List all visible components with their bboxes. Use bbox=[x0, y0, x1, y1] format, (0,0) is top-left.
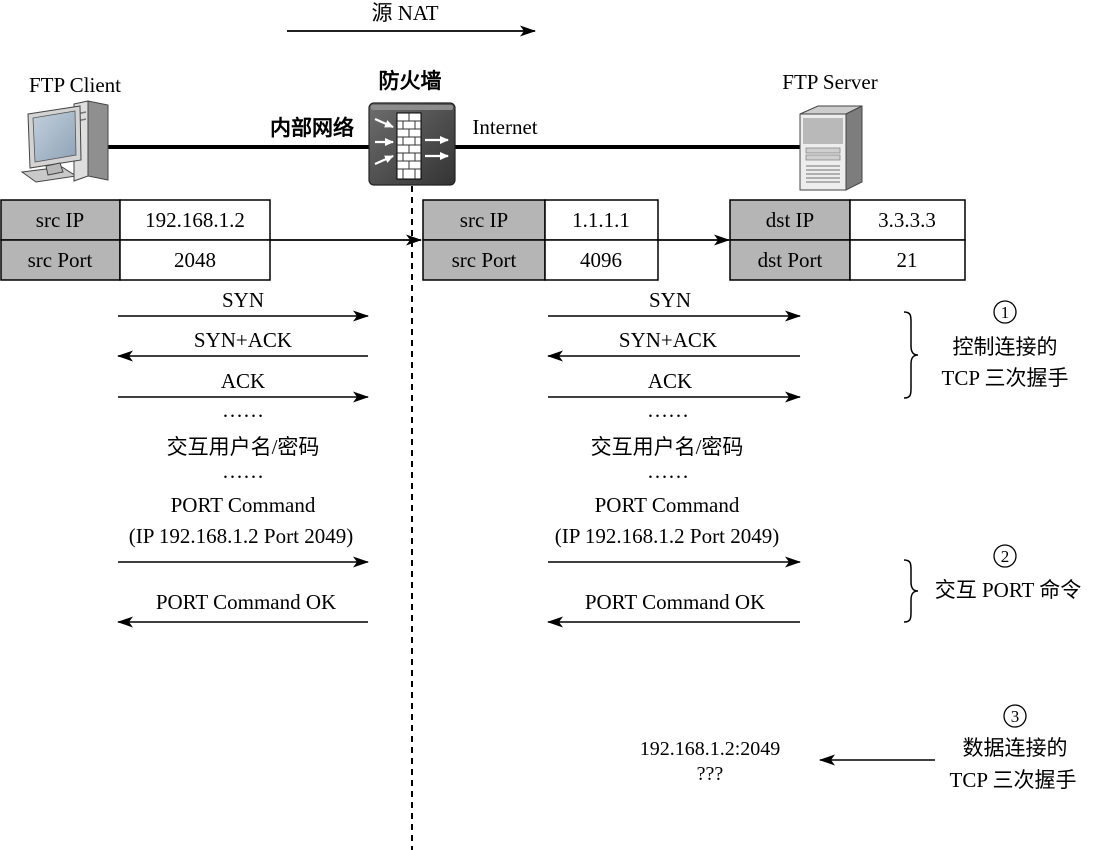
internet-label: Internet bbox=[472, 115, 537, 139]
server-side-flow: SYN SYN+ACK ACK …… 交互用户名/密码 …… PORT Comm… bbox=[547, 288, 801, 628]
ellipsis: …… bbox=[222, 459, 264, 483]
inner-network-label: 内部网络 bbox=[270, 116, 354, 140]
nat-direction-label: 源 NAT bbox=[371, 1, 438, 25]
syn-label: SYN bbox=[649, 288, 691, 312]
annotation-line: 控制连接的 bbox=[953, 335, 1058, 359]
step-number: 2 bbox=[1001, 547, 1010, 566]
annotation-line: TCP 三次握手 bbox=[942, 366, 1069, 390]
step-number-circle bbox=[1003, 704, 1027, 728]
firewall-icon bbox=[368, 102, 456, 186]
step-number: 1 bbox=[1001, 303, 1010, 322]
brace bbox=[903, 559, 919, 623]
client-side-flow: SYN SYN+ACK ACK …… 交互用户名/密码 …… PORT Comm… bbox=[117, 288, 369, 628]
table-value-text: 21 bbox=[897, 248, 918, 272]
ellipsis: …… bbox=[647, 398, 689, 422]
port-command-args: (IP 192.168.1.2 Port 2049) bbox=[555, 524, 779, 548]
port-command-label: PORT Command bbox=[595, 493, 740, 517]
step-number-circle bbox=[993, 544, 1017, 568]
step-number-circle bbox=[993, 300, 1017, 324]
ellipsis: …… bbox=[222, 398, 264, 422]
server-address-table: dst IP 3.3.3.3 dst Port 21 bbox=[729, 199, 966, 281]
annotation-control-handshake: 1 控制连接的 TCP 三次握手 bbox=[903, 300, 1069, 399]
table-value-cell bbox=[544, 239, 659, 281]
port-command-ok-label: PORT Command OK bbox=[156, 590, 336, 614]
table-value-text: 192.168.1.2 bbox=[145, 208, 245, 232]
nat-address-table: src IP 1.1.1.1 src Port 4096 bbox=[422, 199, 659, 281]
table-key-cell bbox=[0, 239, 121, 281]
ellipsis: …… bbox=[647, 459, 689, 483]
table-value-text: 2048 bbox=[174, 248, 216, 272]
table-key-cell bbox=[422, 239, 546, 281]
data-connection-status: ??? bbox=[697, 763, 724, 785]
port-command-args: (IP 192.168.1.2 Port 2049) bbox=[129, 524, 353, 548]
table-value-text: 4096 bbox=[580, 248, 622, 272]
table-key-text: src IP bbox=[460, 208, 508, 232]
brace bbox=[903, 311, 919, 399]
syn-ack-label: SYN+ACK bbox=[619, 328, 717, 352]
data-connection: 192.168.1.2:2049 ??? bbox=[640, 738, 935, 785]
table-key-text: src Port bbox=[28, 248, 93, 272]
server-tower-icon bbox=[799, 105, 863, 191]
ack-label: ACK bbox=[221, 369, 265, 393]
port-command-ok-label: PORT Command OK bbox=[585, 590, 765, 614]
table-value-cell bbox=[119, 239, 271, 281]
table-key-text: dst Port bbox=[758, 248, 823, 272]
annotation-data-handshake: 3 数据连接的 TCP 三次握手 bbox=[950, 704, 1077, 792]
annotation-line: TCP 三次握手 bbox=[950, 768, 1077, 792]
table-value-text: 1.1.1.1 bbox=[572, 208, 630, 232]
syn-label: SYN bbox=[222, 288, 264, 312]
table-key-text: src Port bbox=[452, 248, 517, 272]
firewall-label: 防火墙 bbox=[379, 69, 442, 93]
table-value-cell bbox=[544, 199, 659, 241]
annotation-port-exchange: 2 交互 PORT 命令 bbox=[903, 544, 1082, 623]
syn-ack-label: SYN+ACK bbox=[194, 328, 292, 352]
credentials-label: 交互用户名/密码 bbox=[591, 435, 744, 459]
data-connection-address: 192.168.1.2:2049 bbox=[640, 738, 781, 760]
port-command-label: PORT Command bbox=[171, 493, 316, 517]
table-key-text: src IP bbox=[36, 208, 84, 232]
client-label: FTP Client bbox=[29, 73, 121, 97]
credentials-label: 交互用户名/密码 bbox=[167, 435, 320, 459]
client-address-table: src IP 192.168.1.2 src Port 2048 bbox=[0, 199, 271, 281]
ack-label: ACK bbox=[648, 369, 692, 393]
table-value-text: 3.3.3.3 bbox=[878, 208, 936, 232]
table-value-cell bbox=[849, 239, 966, 281]
annotation-line: 交互 PORT 命令 bbox=[935, 578, 1082, 602]
desktop-computer-icon bbox=[20, 100, 109, 183]
step-number: 3 bbox=[1011, 707, 1020, 726]
annotation-line: 数据连接的 bbox=[963, 736, 1068, 760]
server-label: FTP Server bbox=[782, 70, 877, 94]
table-key-text: dst IP bbox=[766, 208, 814, 232]
table-key-cell bbox=[422, 199, 546, 241]
table-value-cell bbox=[849, 199, 966, 241]
